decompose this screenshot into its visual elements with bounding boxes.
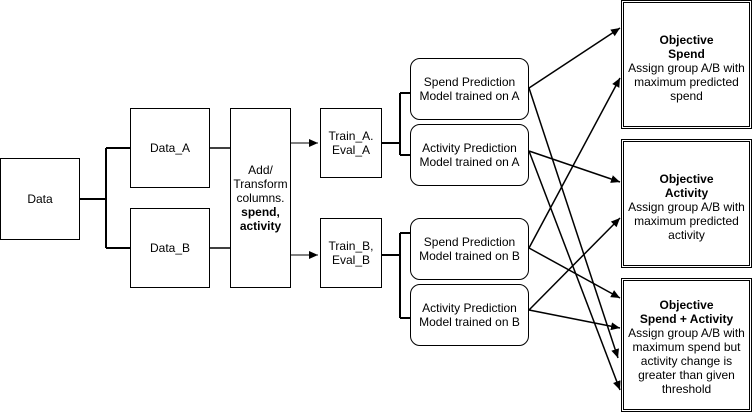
objective-activity-line-2: maximum predicted	[634, 214, 739, 228]
objective-combined-title-2: Spend + Activity	[639, 312, 734, 326]
spend-model-b-line-2: Model trained on B	[419, 249, 520, 263]
transform-line-2: Transform	[233, 177, 288, 191]
data-node-label: Data	[27, 192, 53, 206]
objective-spend-title-2: Spend	[668, 47, 705, 61]
data-node: Data	[0, 158, 80, 240]
spend-model-a-line-1: Spend Prediction	[423, 75, 516, 89]
train-a-line-2: Eval_A	[331, 143, 371, 157]
objective-activity-node: Objective Activity Assign group A/B with…	[621, 139, 752, 268]
objective-combined-line-1: Assign group A/B with	[628, 326, 745, 340]
data-b-label: Data_B	[149, 241, 191, 255]
transform-node: Add/ Transform columns. spend, activity	[230, 108, 291, 288]
objective-spend-line-2: maximum predicted	[634, 75, 739, 89]
data-a-label: Data_A	[149, 141, 191, 155]
train-b-line-1: Train_B,	[328, 239, 374, 253]
spend-model-b-node: Spend Prediction Model trained on B	[410, 218, 529, 280]
objective-combined-line-2: maximum spend but	[632, 340, 741, 354]
objective-activity-title-1: Objective	[659, 172, 714, 186]
train-a-node: Train_A. Eval_A	[320, 108, 382, 178]
arrow-activity-b-obj-activity	[528, 217, 621, 311]
arrow-spend-a-obj-spend	[528, 27, 621, 89]
objective-combined-node: Objective Spend + Activity Assign group …	[621, 278, 752, 412]
spend-model-a-node: Spend Prediction Model trained on A	[410, 58, 529, 120]
connector-train-b-split	[382, 232, 410, 319]
objective-spend-node: Objective Spend Assign group A/B with ma…	[621, 0, 752, 129]
objective-spend-title-1: Objective	[659, 33, 714, 47]
objective-activity-title-2: Activity	[664, 186, 709, 200]
connector-data-split	[80, 147, 130, 249]
activity-model-b-line-1: Activity Prediction	[422, 301, 517, 315]
arrow-activity-a-obj-combined	[528, 150, 621, 391]
train-a-line-1: Train_A.	[328, 129, 374, 143]
arrow-activity-b-obj-combined	[528, 309, 621, 331]
objective-spend-line-3: spend	[670, 89, 703, 103]
activity-model-b-line-2: Model trained on B	[419, 315, 520, 329]
objective-combined-line-3: activity change is	[640, 354, 733, 368]
train-b-node: Train_B, Eval_B	[320, 218, 382, 288]
objective-combined-title-1: Objective	[659, 298, 714, 312]
objective-combined-line-4: greater than given	[638, 368, 735, 382]
data-a-node: Data_A	[130, 108, 210, 188]
activity-model-a-node: Activity Prediction Model trained on A	[410, 124, 529, 186]
objective-activity-line-3: activity	[668, 228, 705, 242]
activity-model-a-line-1: Activity Prediction	[422, 141, 517, 155]
spend-model-b-line-1: Spend Prediction	[423, 235, 516, 249]
activity-model-b-node: Activity Prediction Model trained on B	[410, 284, 529, 346]
transform-line-5: activity	[239, 219, 282, 233]
data-b-node: Data_B	[130, 208, 210, 288]
activity-model-a-line-2: Model trained on A	[419, 155, 520, 169]
objective-spend-line-1: Assign group A/B with	[628, 61, 745, 75]
transform-line-4: spend,	[241, 205, 280, 219]
train-b-line-2: Eval_B	[331, 253, 371, 267]
connector-train-a-split	[382, 92, 410, 156]
arrow-spend-a-obj-combined	[528, 87, 619, 359]
transform-line-1: Add/	[248, 163, 273, 177]
arrow-spend-b-obj-combined	[528, 247, 621, 299]
arrow-spend-b-obj-spend	[528, 77, 621, 249]
spend-model-a-line-2: Model trained on A	[419, 89, 520, 103]
objective-combined-line-5: threshold	[661, 382, 712, 396]
objective-activity-line-1: Assign group A/B with	[628, 200, 745, 214]
transform-line-3: columns.	[236, 191, 285, 205]
arrow-activity-a-obj-activity	[528, 150, 621, 183]
